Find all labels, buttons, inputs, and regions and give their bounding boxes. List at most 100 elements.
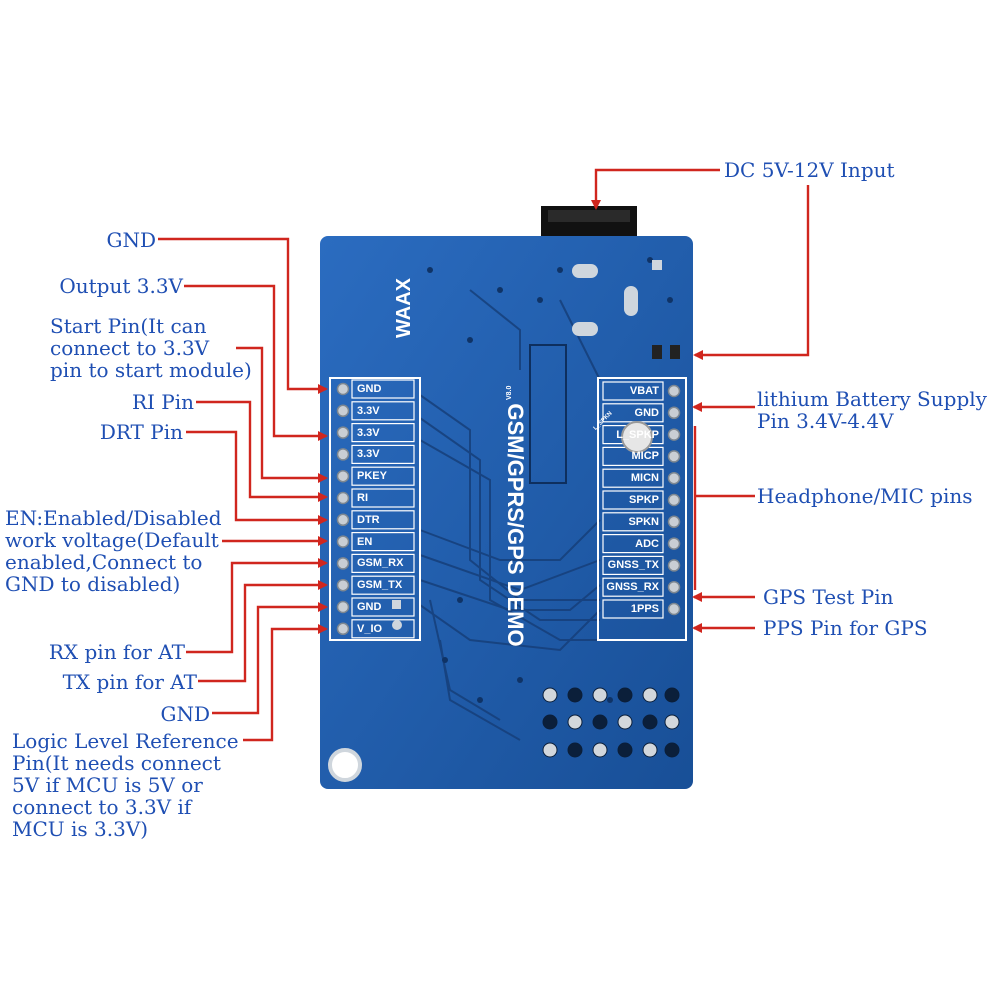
right-pin-label: SPKP xyxy=(629,494,659,506)
left-pin-box xyxy=(351,379,415,399)
right-pin-box xyxy=(602,490,664,510)
leader-dc-input-2 xyxy=(693,185,810,360)
right-pin-hole xyxy=(667,580,681,594)
left-pin-hole xyxy=(336,448,350,461)
left-pin-label: GND xyxy=(357,383,382,395)
microphone-component xyxy=(621,421,653,453)
left-pin-box xyxy=(351,444,415,464)
left-pin-hole xyxy=(336,404,350,418)
right-pin-box xyxy=(602,599,664,619)
pcb-pads-top xyxy=(572,260,680,359)
label-gnd-bottom: GND xyxy=(160,702,210,726)
leader-dc-input xyxy=(591,168,720,210)
socket-pad xyxy=(642,687,658,703)
pcb-vias xyxy=(427,257,673,703)
right-pin-hole xyxy=(667,384,681,398)
leader-rx-pin xyxy=(186,558,328,654)
label-en-pin: EN:Enabled/Disabled work voltage(Default… xyxy=(5,506,222,596)
right-pin-hole xyxy=(667,559,681,572)
left-pin-label: EN xyxy=(357,535,373,548)
test-pad xyxy=(392,600,401,609)
right-header-pins xyxy=(602,381,681,619)
left-header-frame xyxy=(329,377,421,641)
right-pin-hole xyxy=(667,406,681,420)
left-pin-label: 3.3V xyxy=(357,448,380,461)
left-pin-label: PKEY xyxy=(357,470,387,483)
left-pin-box xyxy=(351,597,415,617)
right-header-frame xyxy=(597,377,687,641)
label-pps: PPS Pin for GPS xyxy=(763,616,928,640)
right-pin-label: VBAT xyxy=(629,385,659,397)
label-gnd-top: GND xyxy=(106,228,156,252)
leader-gnd-bottom xyxy=(212,602,328,715)
left-pin-box xyxy=(351,575,415,595)
socket-pad xyxy=(642,742,658,758)
left-pin-label: GSM_TX xyxy=(357,579,403,592)
label-drt-pin: DRT Pin xyxy=(99,420,183,444)
right-pin-hole xyxy=(667,493,681,507)
socket-pad xyxy=(617,687,633,703)
label-dc-input: DC 5V-12V Input xyxy=(724,158,895,182)
socket-pad xyxy=(664,714,680,730)
right-pin-hole xyxy=(667,428,681,441)
right-pin-label: MICP xyxy=(631,450,660,463)
label-ri-pin: RI Pin xyxy=(131,390,194,414)
left-pin-label: 3.3V xyxy=(357,426,380,439)
socket-pad xyxy=(567,687,583,703)
label-gps-test: GPS Test Pin xyxy=(763,585,894,609)
left-pin-box xyxy=(351,488,415,508)
socket-pad xyxy=(617,742,633,758)
right-pin-box xyxy=(602,577,664,597)
left-pin-label: V_IO xyxy=(357,622,383,635)
label-start-pin: Start Pin(It can connect to 3.3V pin to … xyxy=(50,314,252,382)
left-pin-label: 3.3V xyxy=(357,404,380,417)
right-pin-hole xyxy=(667,602,681,616)
left-pin-hole xyxy=(336,600,350,614)
leader-ri-pin xyxy=(196,400,328,502)
left-pin-box xyxy=(351,423,415,443)
right-pin-hole xyxy=(667,537,681,550)
right-pin-hole xyxy=(667,515,681,529)
socket-pad xyxy=(664,742,680,758)
socket-pad xyxy=(592,687,608,703)
left-pin-box xyxy=(351,531,415,552)
leader-output-33 xyxy=(184,284,328,441)
right-pin-label: ADC xyxy=(635,537,659,550)
left-pin-label: GSM_RX xyxy=(357,557,404,570)
left-pin-label: RI xyxy=(357,492,368,504)
right-pin-label: L_SPKP xyxy=(616,428,659,441)
label-battery: lithium Battery Supply Pin 3.4V-4.4V xyxy=(757,387,987,433)
left-pin-hole xyxy=(336,491,350,505)
left-pin-label: DTR xyxy=(357,513,380,526)
leader-logic-level xyxy=(243,624,328,742)
left-pin-hole xyxy=(336,578,350,592)
leader-gnd-top xyxy=(158,237,328,394)
right-pin-box xyxy=(602,555,664,576)
left-pin-hole xyxy=(336,557,350,570)
left-header-pins xyxy=(336,379,415,639)
label-output-33: Output 3.3V xyxy=(59,274,183,298)
leader-lines xyxy=(158,168,810,742)
socket-pad xyxy=(592,714,608,730)
mounting-hole xyxy=(328,748,362,782)
socket-pad xyxy=(592,742,608,758)
right-pin-box xyxy=(602,533,664,554)
left-pin-box xyxy=(351,401,415,421)
left-pin-box xyxy=(351,553,415,574)
right-pin-box xyxy=(602,512,664,532)
socket-pad-grid xyxy=(542,687,680,758)
right-pin-label: 1PPS xyxy=(630,603,659,615)
label-logic-level: Logic Level Reference Pin(It needs conne… xyxy=(12,729,239,841)
socket-pad xyxy=(642,714,658,730)
left-pin-hole xyxy=(336,426,350,439)
socket-pad xyxy=(617,714,633,730)
pcb-board xyxy=(320,236,693,789)
right-pin-hole xyxy=(667,471,681,485)
left-pin-box xyxy=(351,510,415,530)
ic-outline xyxy=(529,344,567,484)
right-pin-box xyxy=(602,381,664,401)
left-pin-hole xyxy=(336,622,350,636)
dc-jack-lip xyxy=(548,210,630,222)
